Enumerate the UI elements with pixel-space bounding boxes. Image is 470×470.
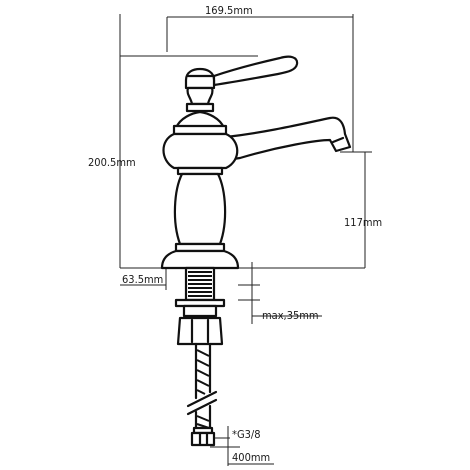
height-dimension: 200.5mm: [88, 55, 258, 268]
upper-ring: [172, 124, 228, 136]
spout-height-dimension: 117mm: [340, 151, 382, 268]
handle-collar: [185, 102, 215, 113]
faucet: [160, 55, 352, 447]
connector-dimension: *G3/8: [215, 426, 261, 446]
connector-thread-label: *G3/8: [232, 428, 261, 441]
connector-nut: [190, 431, 216, 447]
faucet-head: [162, 132, 239, 170]
upper-dome: [174, 110, 226, 130]
threaded-shank: [184, 266, 216, 302]
hose-connector: [190, 426, 216, 447]
spout-height-label: 117mm: [344, 216, 382, 229]
handle-lever: [212, 55, 299, 87]
fixing-nut: [176, 304, 224, 346]
handle-cap: [184, 67, 216, 90]
hose-break-lower: [186, 398, 218, 416]
base-diameter-dimension: 63.5mm: [120, 268, 167, 290]
width-label: 169.5mm: [205, 4, 253, 17]
spout: [224, 116, 352, 162]
nut-top: [182, 304, 218, 318]
nut-body: [176, 316, 224, 346]
hose-length-label: 400mm: [232, 451, 270, 464]
base-diameter-label: 63.5mm: [122, 273, 163, 286]
hose-break-upper: [186, 390, 218, 408]
flexible-hose: [186, 342, 218, 430]
aerator-line: [331, 136, 345, 144]
handle-neck: [186, 86, 214, 106]
barrel-body: [173, 172, 227, 246]
mount-thickness-label: max,35mm: [262, 309, 319, 322]
mount-thickness-dimension: max,35mm: [238, 262, 322, 324]
base-flange: [160, 249, 240, 270]
hose-length-dimension: 400mm: [210, 444, 274, 466]
height-label: 200.5mm: [88, 156, 136, 169]
